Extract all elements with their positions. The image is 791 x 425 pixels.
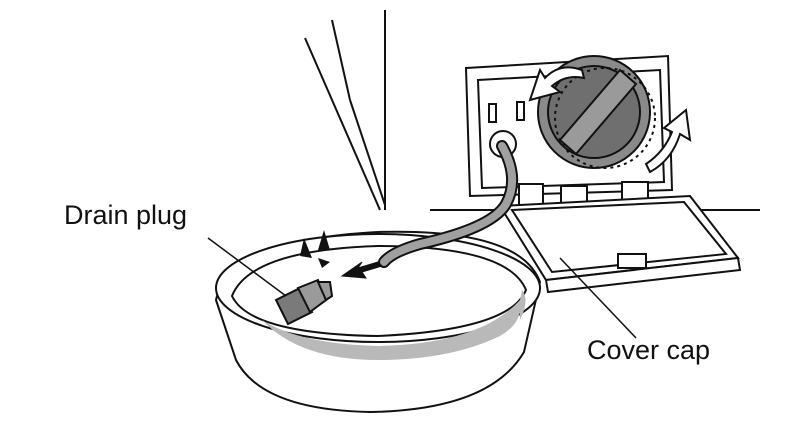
flow-arrow-icon [340, 261, 383, 279]
drain-plug-icon [274, 278, 334, 326]
rotate-arrow-icon [528, 66, 692, 174]
cover-cap-icon [498, 194, 742, 294]
filter-cap-icon [537, 55, 656, 169]
cover-cap-label: Cover cap [587, 335, 711, 365]
drain-plug-leader [207, 237, 287, 297]
basin-icon [214, 230, 542, 414]
water-drops-icon [300, 230, 330, 268]
drain-plug-label: Drain plug [64, 200, 188, 230]
drain-hose-icon [378, 140, 518, 268]
cover-cap-leader [559, 257, 637, 339]
